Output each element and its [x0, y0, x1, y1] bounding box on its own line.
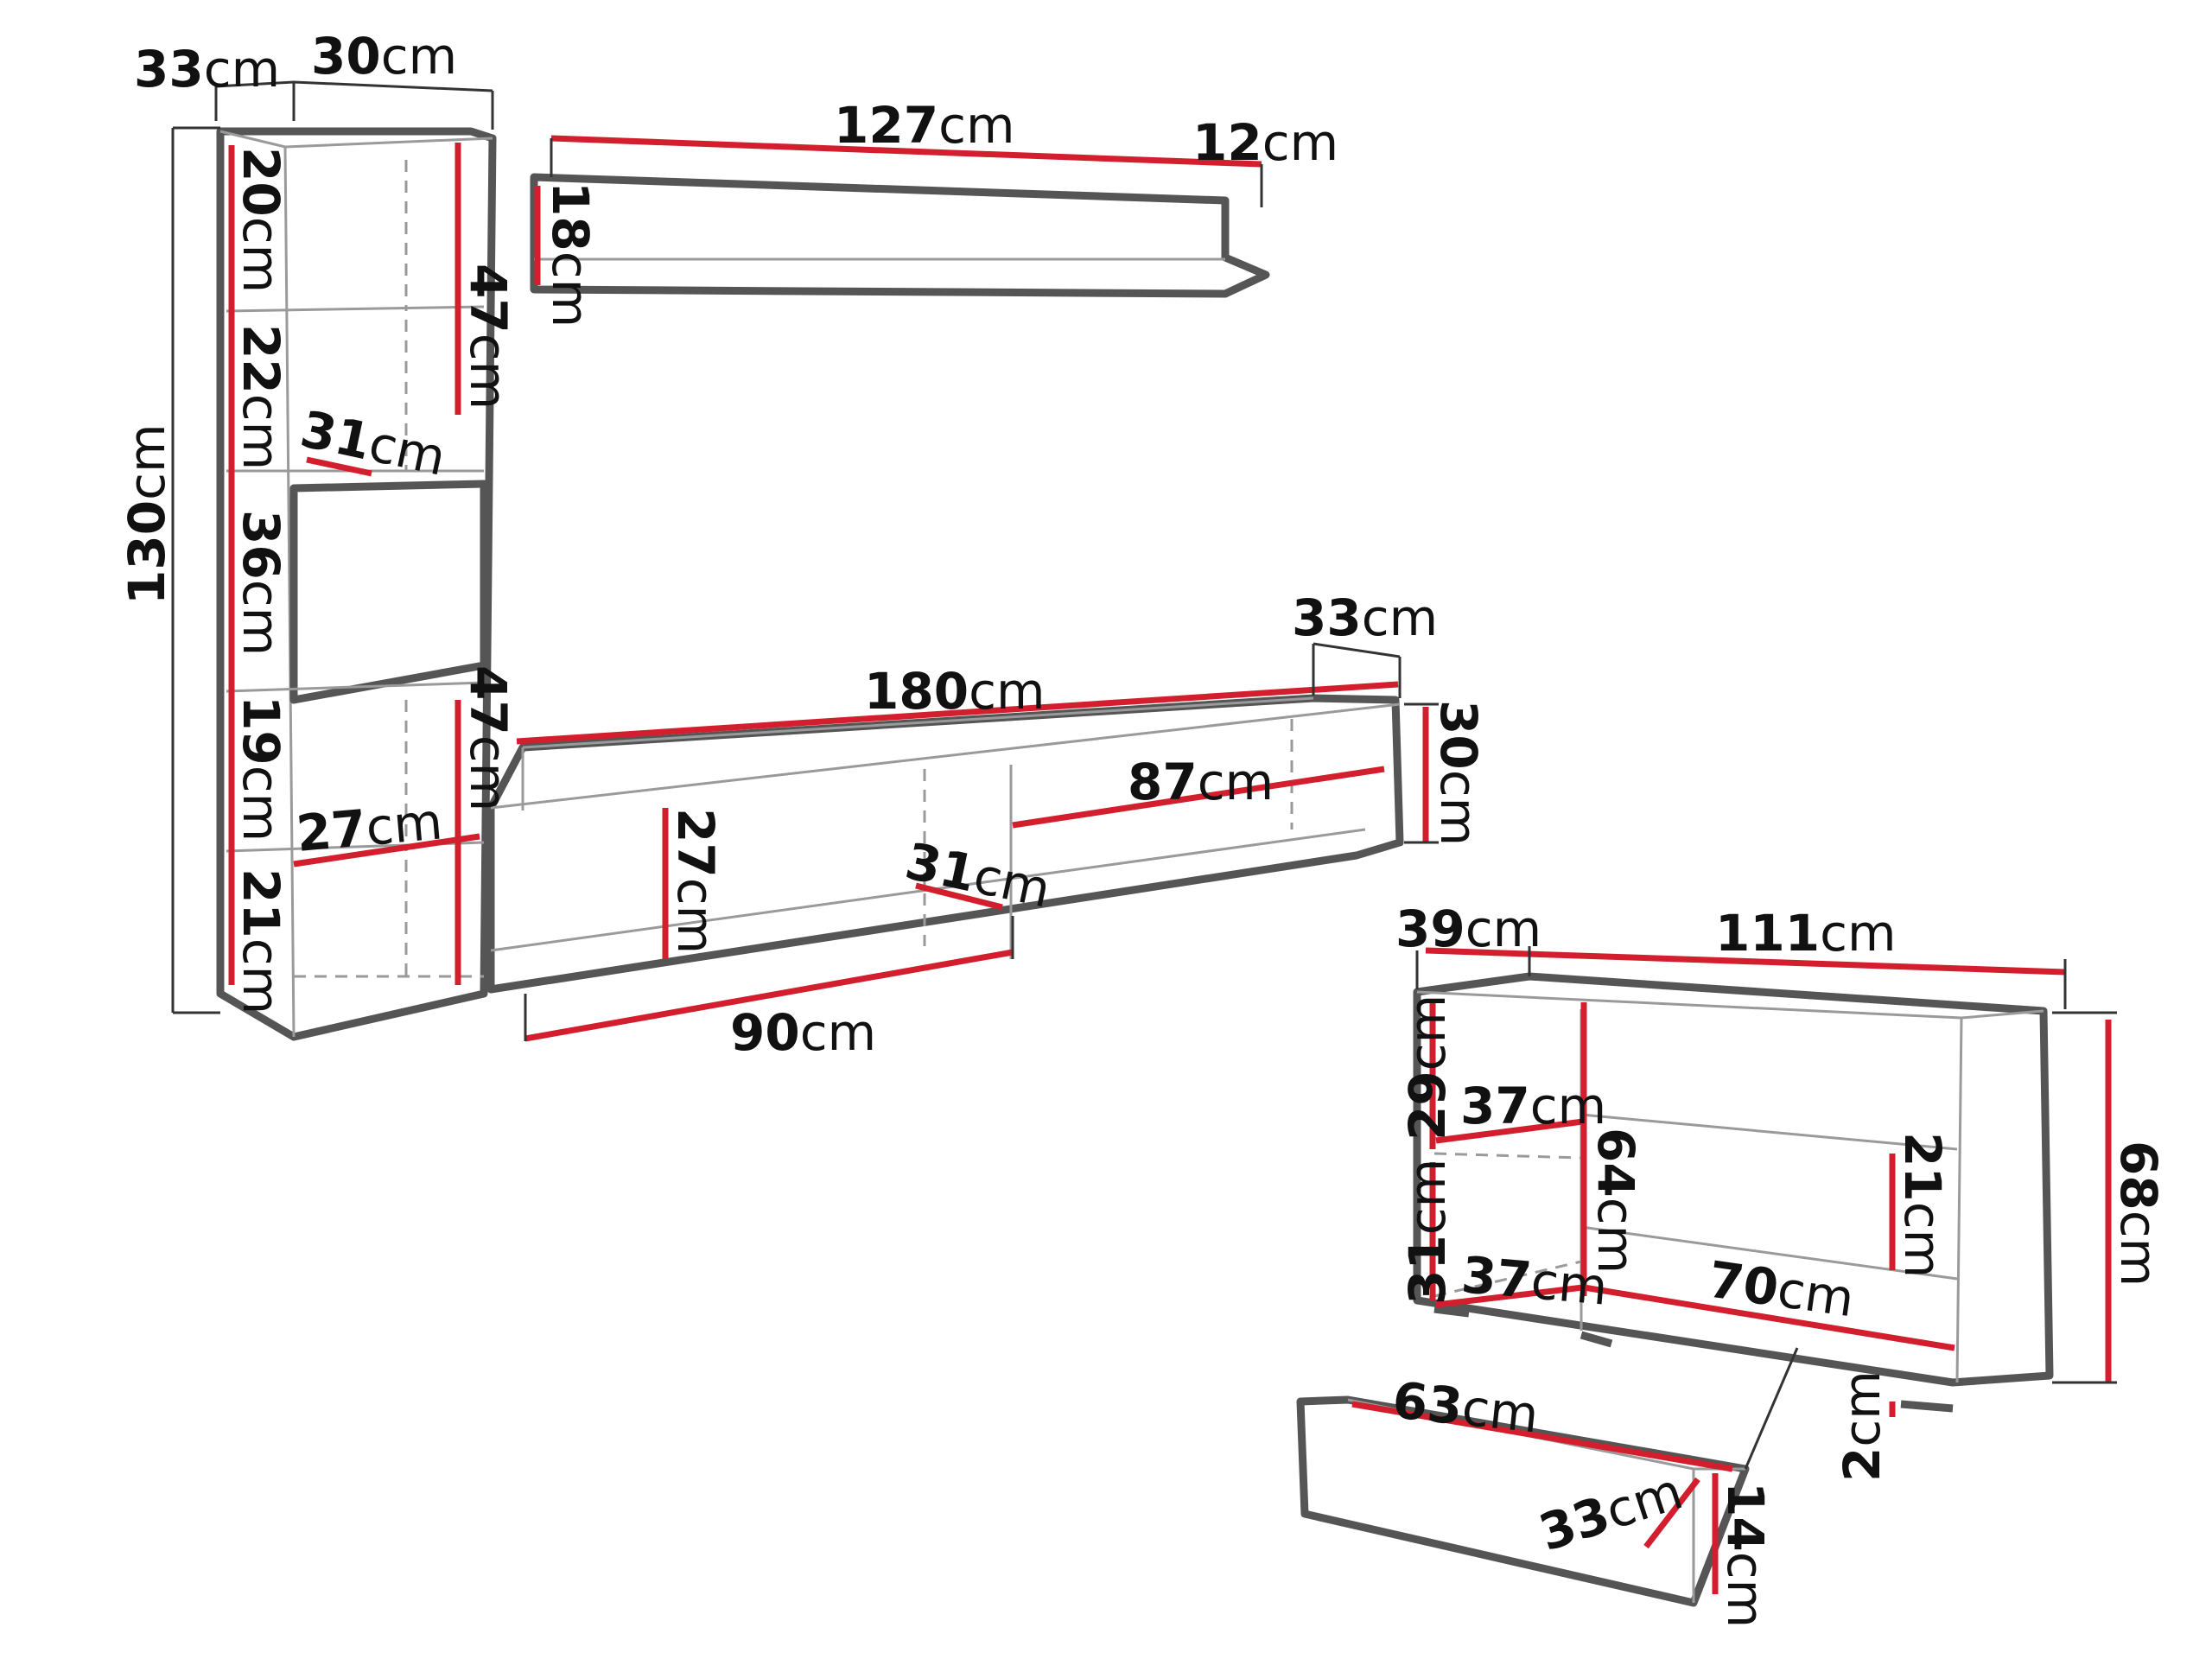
drawer: [1296, 1347, 1799, 1607]
label-chest-inner-height: 64cm: [1586, 1128, 1645, 1274]
tv-unit: [486, 642, 1439, 1042]
label-tall-shelf-width: 30cm: [311, 27, 457, 86]
tall-shelf: [171, 80, 497, 1041]
label-tv-unit-right-opening: 87cm: [1128, 753, 1274, 811]
label-tall-shelf-depth: 33cm: [134, 40, 280, 99]
label-compartment-1: 20cm: [232, 147, 290, 293]
chest: [1413, 946, 2117, 1417]
tall-shelf-open-niche: [289, 480, 488, 704]
label-chest-drawer-area-width: 70cm: [1705, 1250, 1858, 1329]
label-chest-shelf-bottom: 37cm: [1459, 1245, 1610, 1316]
label-shelf-depth-lower: 27cm: [294, 791, 444, 862]
label-chest-drawer-front-height: 21cm: [1893, 1132, 1952, 1278]
label-chest-left-top: 29cm: [1398, 995, 1457, 1141]
label-compartment-5: 21cm: [232, 868, 290, 1014]
label-tall-shelf-lower-height: 47cm: [459, 665, 518, 811]
label-chest-height: 68cm: [2109, 1141, 2168, 1287]
label-drawer-width: 63cm: [1390, 1370, 1541, 1444]
label-drawer-height: 14cm: [1716, 1482, 1775, 1628]
label-tv-unit-left-width: 90cm: [730, 1003, 876, 1062]
label-tv-unit-inner-depth: 31cm: [900, 831, 1056, 919]
label-tall-shelf-upper-height: 47cm: [459, 264, 518, 410]
label-tv-unit-width: 180cm: [864, 662, 1045, 721]
label-tv-unit-depth: 33cm: [1292, 588, 1438, 647]
label-chest-depth: 39cm: [1395, 899, 1541, 958]
drawer-outline: [1296, 1395, 1750, 1607]
label-tv-unit-inner-height: 27cm: [666, 808, 725, 954]
tall-shelf-outline: [216, 127, 497, 1041]
label-wall-shelf-height: 18cm: [541, 181, 600, 327]
label-compartment-2: 22cm: [232, 324, 290, 470]
label-tv-unit-height: 30cm: [1429, 700, 1488, 846]
label-shelf-depth-upper: 31cm: [296, 399, 451, 487]
label-chest-shelf-top: 37cm: [1460, 1077, 1606, 1135]
label-compartment-4: 19cm: [232, 696, 290, 842]
label-compartment-3: 36cm: [232, 510, 290, 656]
chest-outline: [1413, 972, 2054, 1387]
wall-shelf-outline: [530, 173, 1270, 298]
label-tall-shelf-height: 130cm: [118, 424, 176, 605]
label-drawer-depth: 33cm: [1532, 1461, 1689, 1562]
dimension-labels: 33cm 30cm 130cm 20cm 22cm 36cm 19cm 21cm…: [118, 27, 2168, 1628]
label-chest-width: 111cm: [1715, 904, 1896, 963]
label-wall-shelf-width: 127cm: [834, 96, 1014, 155]
label-chest-left-bottom: 31cm: [1398, 1159, 1457, 1305]
wall-shelf: [530, 135, 1270, 298]
label-wall-shelf-depth: 12cm: [1192, 113, 1338, 172]
label-chest-leg-height: 2cm: [1833, 1370, 1891, 1482]
